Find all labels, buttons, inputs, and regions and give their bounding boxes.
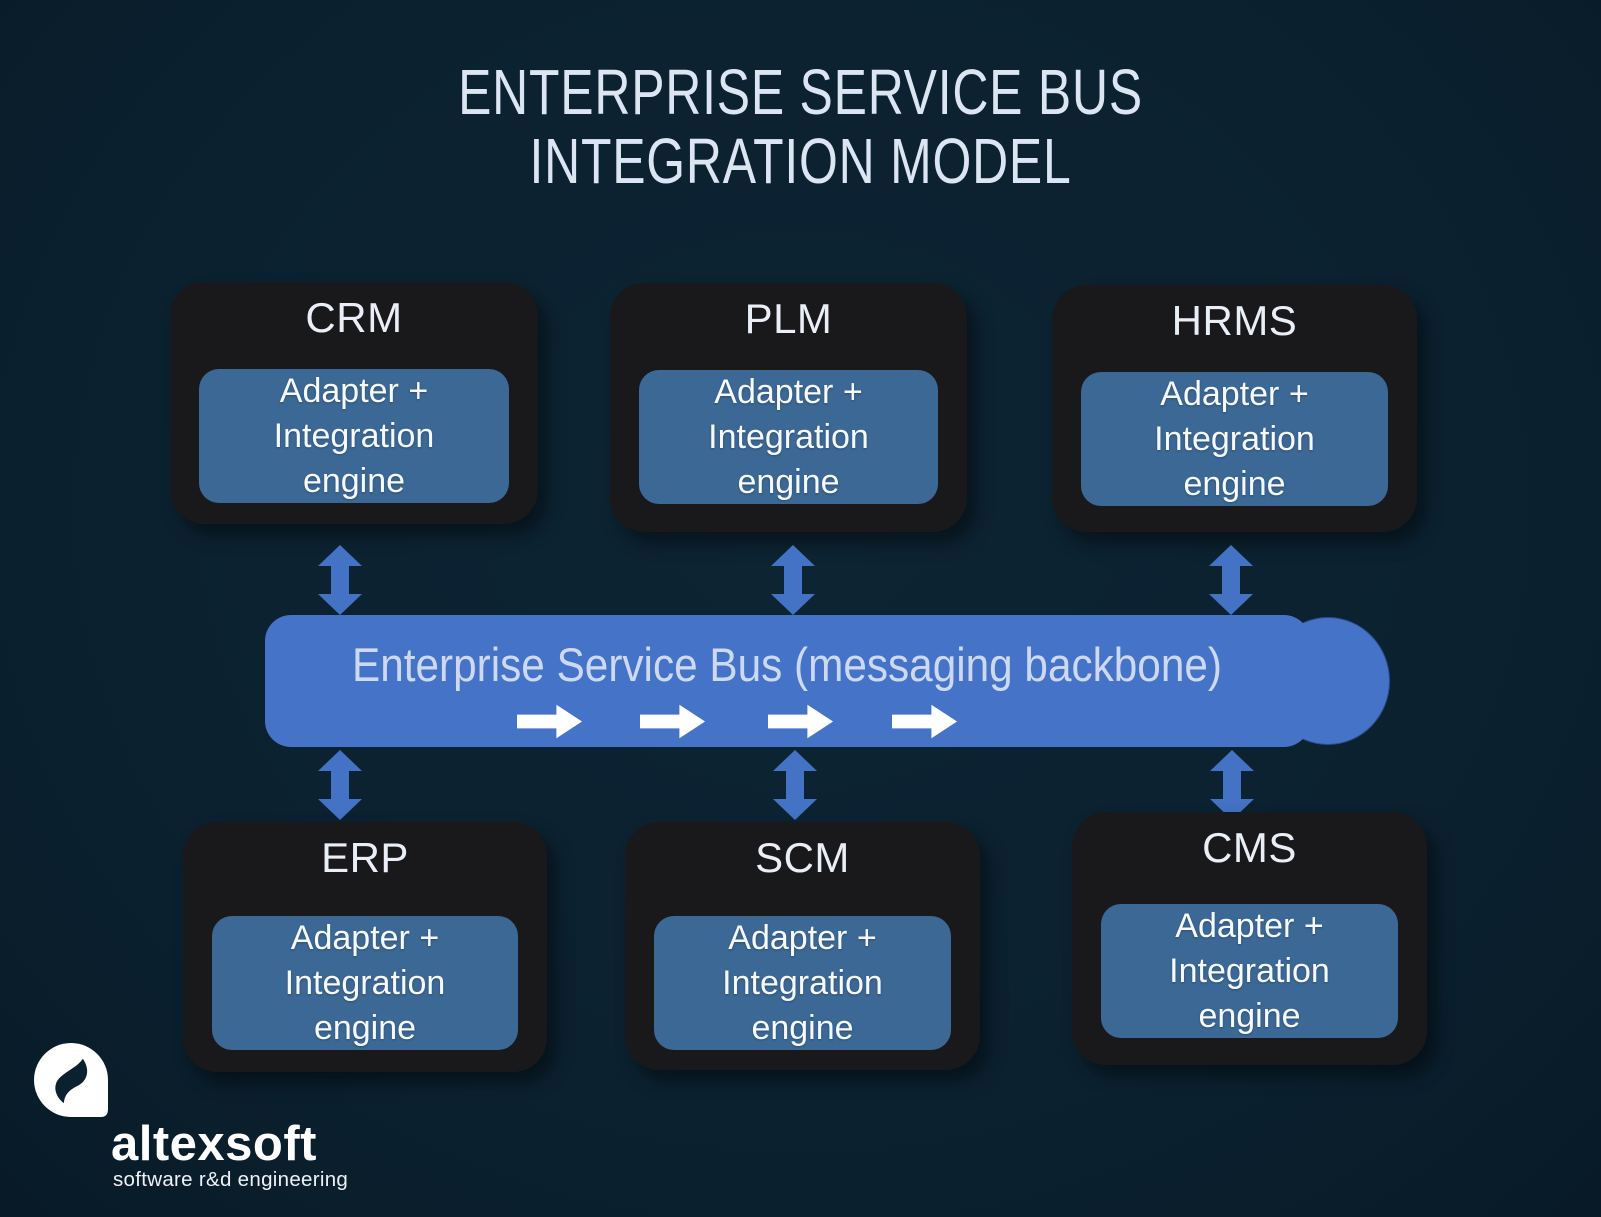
- system-card-cms: CMS Adapter + Integration engine: [1072, 812, 1427, 1065]
- right-arrow-icon: [892, 704, 958, 739]
- system-card-scm: SCM Adapter + Integration engine: [625, 822, 980, 1070]
- adapter-box-cms: Adapter + Integration engine: [1101, 904, 1398, 1038]
- bus-label: Enterprise Service Bus (messaging backbo…: [352, 638, 1222, 691]
- adapter-box-hrms: Adapter + Integration engine: [1081, 372, 1388, 506]
- system-label-crm: CRM: [305, 294, 403, 341]
- adapter-box-scm: Adapter + Integration engine: [654, 916, 951, 1050]
- up-down-arrow-icon: [773, 750, 817, 820]
- adapter-box-erp: Adapter + Integration engine: [212, 916, 518, 1050]
- adapter-label-erp: Adapter + Integration engine: [284, 918, 446, 1047]
- altexsoft-logo-icon: [33, 1042, 109, 1118]
- system-label-cms: CMS: [1202, 824, 1297, 871]
- adapter-label-scm: Adapter + Integration engine: [722, 918, 883, 1047]
- system-label-erp: ERP: [321, 834, 409, 881]
- system-card-hrms: HRMS Adapter + Integration engine: [1052, 285, 1417, 532]
- title-line-1: ENTERPRISE SERVICE BUS: [458, 56, 1143, 128]
- adapter-label-crm: Adapter + Integration engine: [273, 371, 435, 500]
- bidirectional-arrow-icon-hrms: [1208, 545, 1254, 615]
- flow-right-arrow-icon-4: [892, 701, 959, 742]
- bidirectional-arrow-icon-plm: [770, 545, 816, 615]
- adapter-label-cms: Adapter + Integration engine: [1169, 906, 1330, 1035]
- up-down-arrow-icon: [1210, 750, 1254, 820]
- adapter-label-hrms: Adapter + Integration engine: [1154, 374, 1315, 503]
- adapter-box-plm: Adapter + Integration engine: [639, 370, 938, 504]
- bidirectional-arrow-icon-cms: [1209, 750, 1255, 820]
- up-down-arrow-icon: [771, 545, 815, 615]
- up-down-arrow-icon: [318, 750, 362, 820]
- system-card-crm: CRM Adapter + Integration engine: [170, 282, 538, 524]
- altexsoft-logo-mark-icon: [34, 1043, 108, 1117]
- title-line-2: INTEGRATION MODEL: [529, 125, 1072, 197]
- flow-right-arrow-icon-2: [640, 701, 707, 742]
- right-arrow-icon: [640, 704, 706, 739]
- up-down-arrow-icon: [318, 545, 362, 615]
- bidirectional-arrow-icon-crm: [317, 545, 363, 615]
- right-arrow-icon: [517, 704, 583, 739]
- up-down-arrow-icon: [1209, 545, 1253, 615]
- flow-right-arrow-icon-1: [517, 701, 584, 742]
- system-card-erp: ERP Adapter + Integration engine: [183, 822, 547, 1072]
- bidirectional-arrow-icon-erp: [317, 750, 363, 820]
- adapter-box-crm: Adapter + Integration engine: [199, 369, 509, 503]
- system-label-hrms: HRMS: [1171, 297, 1298, 344]
- logo-tagline-text: software r&d engineering: [113, 1168, 349, 1191]
- logo-brand-text: altexsoft: [111, 1117, 318, 1171]
- flow-right-arrow-icon-3: [768, 701, 835, 742]
- right-arrow-icon: [768, 704, 834, 739]
- system-label-plm: PLM: [744, 295, 833, 342]
- system-label-scm: SCM: [755, 834, 850, 881]
- system-card-plm: PLM Adapter + Integration engine: [610, 283, 967, 532]
- diagram-title: ENTERPRISE SERVICE BUS INTEGRATION MODEL: [0, 58, 1601, 196]
- adapter-label-plm: Adapter + Integration engine: [708, 372, 869, 501]
- bidirectional-arrow-icon-scm: [772, 750, 818, 820]
